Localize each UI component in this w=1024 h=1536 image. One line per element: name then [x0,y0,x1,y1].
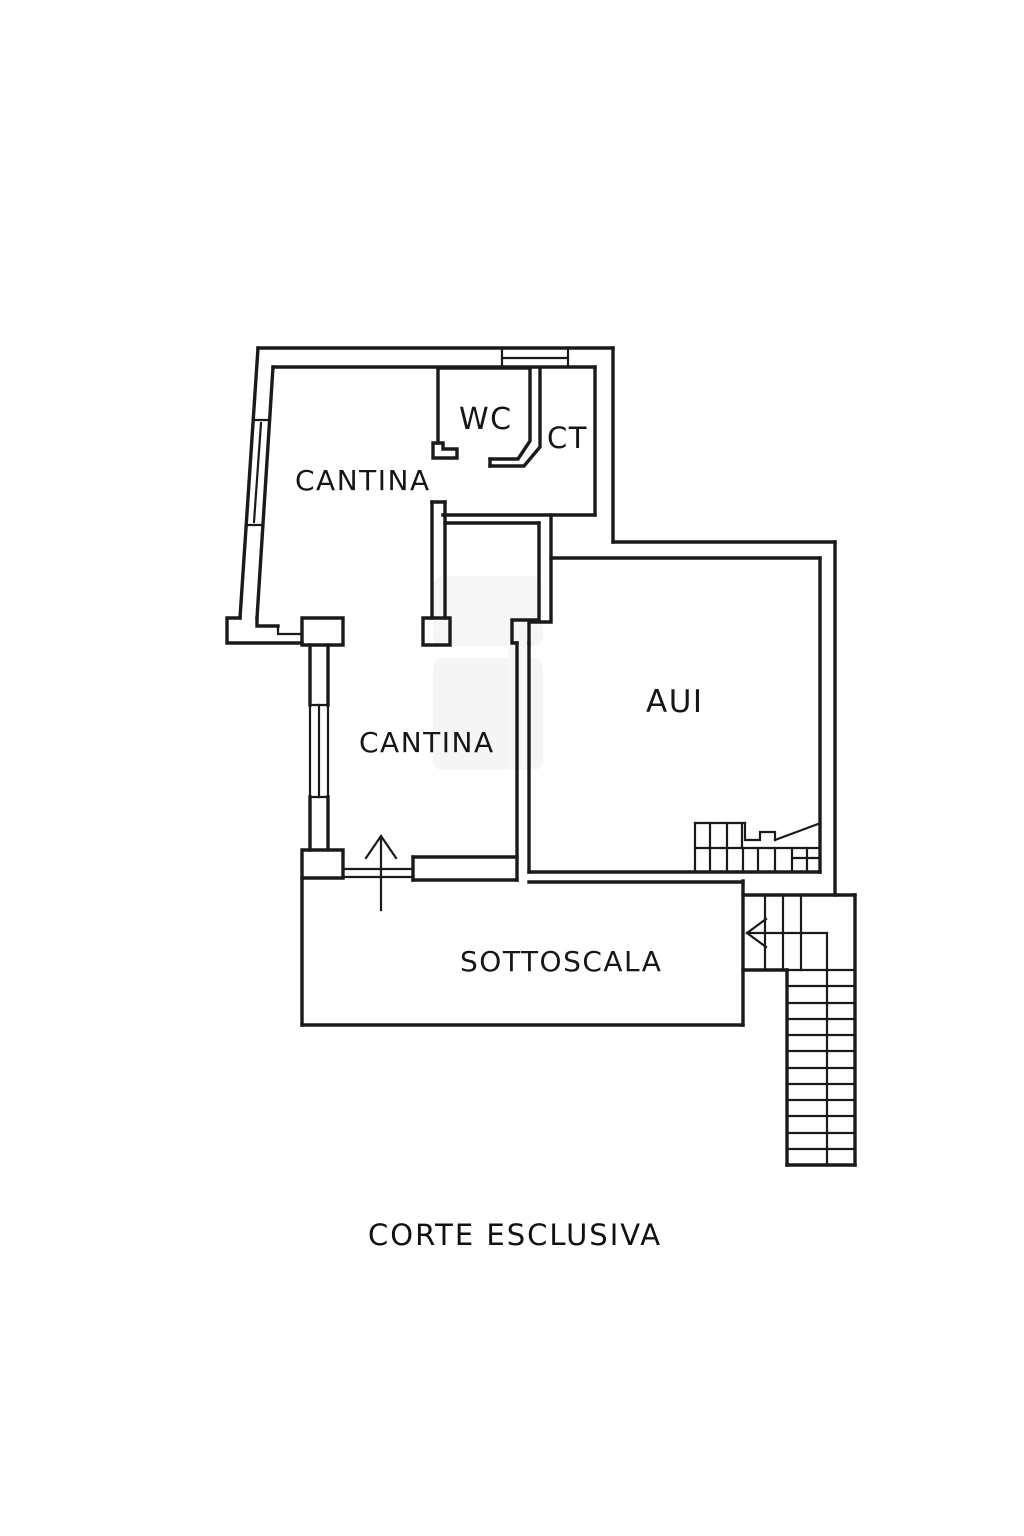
room-label-sottoscala: SOTTOSCALA [460,945,662,978]
entrance-arrow-icon [364,834,398,912]
room-label-cantina-upper: CANTINA [295,464,431,497]
outer-walls [225,346,837,897]
plan-caption: CORTE ESCLUSIVA [368,1218,662,1252]
interior-walls-upper [421,366,597,882]
sottoscala-walls [300,855,745,1027]
windows [244,346,570,799]
room-label-ct: CT [547,421,588,455]
aui-room-walls [527,556,822,884]
internal-staircase [693,821,820,874]
stairs-arrow-icon [745,917,829,949]
room-label-cantina-lower: CANTINA [359,726,495,759]
room-label-wc: WC [459,402,513,437]
external-staircase [741,893,857,1167]
room-label-aui: AUI [646,684,704,720]
